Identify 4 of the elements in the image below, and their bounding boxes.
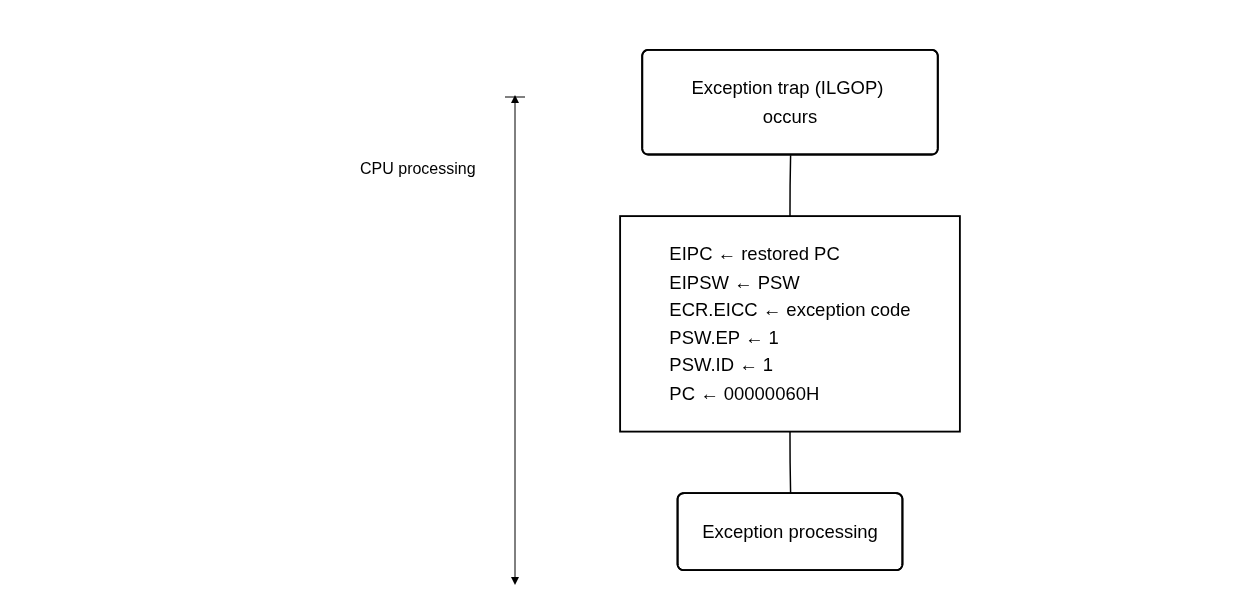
- connector: [789, 430, 792, 495]
- node-box: EIPC ← restored PC EIPSW ← PSW ECR.EICC ← exception code PSW.EP ← 1 PSW.ID ← 1 PC ← 00000060H: [619, 215, 961, 433]
- side-label: CPU processing: [360, 160, 476, 178]
- connector: [789, 154, 792, 217]
